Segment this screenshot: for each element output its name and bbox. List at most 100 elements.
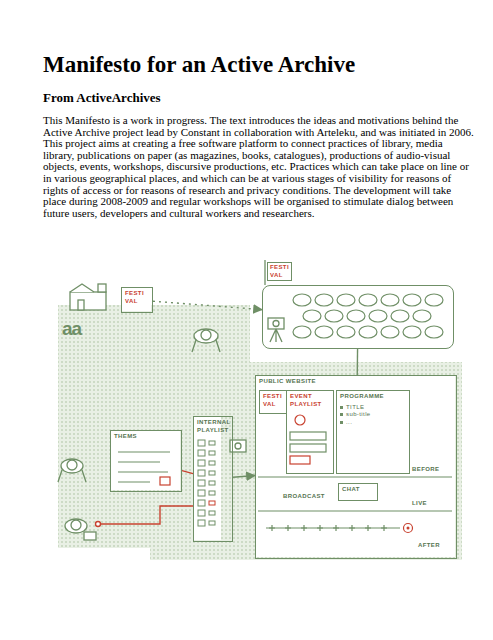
building-icon <box>70 284 94 292</box>
audience-heads <box>403 294 421 306</box>
event-player <box>290 444 326 452</box>
archive-timeline <box>365 525 371 531</box>
playlist-slots <box>198 440 205 446</box>
white-panel <box>110 430 180 490</box>
audience-heads <box>315 326 333 338</box>
connector <box>357 349 359 375</box>
programme-line: ... <box>340 419 406 427</box>
theme-list-lines <box>118 452 170 485</box>
phase-label: BEFORE <box>412 466 439 472</box>
node-heading: FESTI VAL <box>263 393 282 408</box>
playlist-slots <box>209 491 215 495</box>
public-website: PUBLIC WEBSITE FESTI VAL EVENT PLAYLIST PRO… <box>255 375 457 559</box>
logo-text: aa <box>62 318 81 340</box>
mixer-camera <box>235 443 241 449</box>
playlist-slots <box>198 500 205 506</box>
audience-heads <box>293 294 311 306</box>
audience-heads <box>369 310 387 322</box>
archive-timeline <box>269 525 275 531</box>
audience-heads <box>347 310 365 322</box>
event-player <box>290 456 310 464</box>
playlist-slots <box>198 470 205 476</box>
person-figure <box>84 532 96 540</box>
person-figure <box>61 459 83 473</box>
archive-timeline <box>317 525 323 531</box>
audience-heads <box>325 310 343 322</box>
building-icon <box>70 292 106 310</box>
node-heading: PROGRAMME <box>340 393 406 401</box>
archive-timeline <box>333 525 339 531</box>
playlist-slots <box>198 490 205 496</box>
audience-heads <box>293 326 311 338</box>
audience-heads <box>425 326 443 338</box>
flag-pole <box>264 260 265 285</box>
connector <box>182 471 193 474</box>
festival-venue: FESTI VAL <box>262 285 454 349</box>
audience-heads <box>391 310 409 322</box>
website-divider <box>258 477 452 511</box>
playlist-slots <box>198 440 215 526</box>
person-figure <box>58 470 86 482</box>
connector <box>153 301 262 309</box>
red-wire <box>96 522 101 527</box>
video-camera <box>268 318 284 329</box>
person-figure <box>58 329 220 540</box>
building-icon <box>70 284 106 310</box>
node-heading: FESTI VAL <box>267 262 292 281</box>
playlist-slots <box>198 480 205 486</box>
playlist-slots <box>209 501 215 505</box>
node-heading: CHAT <box>342 486 374 494</box>
audience-heads <box>413 310 431 322</box>
subtitle: From ActiveArchives <box>43 90 161 106</box>
video-camera <box>270 329 282 342</box>
node-heading: EVENT PLAYLIST <box>290 393 322 408</box>
person-figure <box>67 460 77 470</box>
node-heading: INTERNAL PLAYLIST <box>197 419 230 434</box>
node-heading: FESTI VAL <box>125 290 144 305</box>
white-panel <box>262 285 452 347</box>
archive-timeline <box>285 525 291 531</box>
event-playlist: EVENT PLAYLIST <box>286 390 334 474</box>
channel-label: BROADCAST <box>283 493 325 499</box>
playlist-slots <box>209 451 215 455</box>
website-divider <box>258 476 452 477</box>
connector <box>233 475 255 477</box>
chat-box: CHAT <box>338 483 378 501</box>
playlist-slots <box>209 441 215 445</box>
flag-pole <box>264 260 265 285</box>
audience-heads <box>337 326 355 338</box>
archive-timeline <box>407 527 410 530</box>
white-panel <box>193 416 221 540</box>
event-player <box>290 415 326 464</box>
audience-heads <box>381 326 399 338</box>
audience-heads <box>381 294 399 306</box>
themes-box: THEMS <box>110 430 182 492</box>
white-panel <box>255 375 455 557</box>
building-icon <box>98 284 106 292</box>
building-icon <box>78 300 84 310</box>
playlist-slots <box>198 510 205 516</box>
audience-heads <box>337 294 355 306</box>
audience-heads <box>425 294 443 306</box>
video-camera <box>268 318 284 342</box>
programme-line: TITLE <box>340 404 406 412</box>
archive-timeline <box>349 525 355 531</box>
playlist-slots <box>209 511 215 515</box>
person-figure <box>65 519 87 533</box>
programme-line: sub-title <box>340 411 406 419</box>
playlist-slots <box>209 481 215 485</box>
audience-heads <box>403 326 421 338</box>
playlist-slots <box>198 450 205 456</box>
audience-heads <box>315 294 333 306</box>
person-figure <box>201 330 211 340</box>
intro-paragraph: This Manifesto is a work in progress. Th… <box>43 115 475 219</box>
node-heading: THEMS <box>114 433 178 441</box>
playlist-slots <box>209 461 215 465</box>
phase-label: AFTER <box>418 542 440 548</box>
node-heading: PUBLIC WEBSITE <box>259 378 453 386</box>
playlist-slots <box>198 460 205 466</box>
audience-heads <box>359 326 377 338</box>
audience-heads <box>359 294 377 306</box>
festival-box: FESTI VAL <box>121 287 153 313</box>
